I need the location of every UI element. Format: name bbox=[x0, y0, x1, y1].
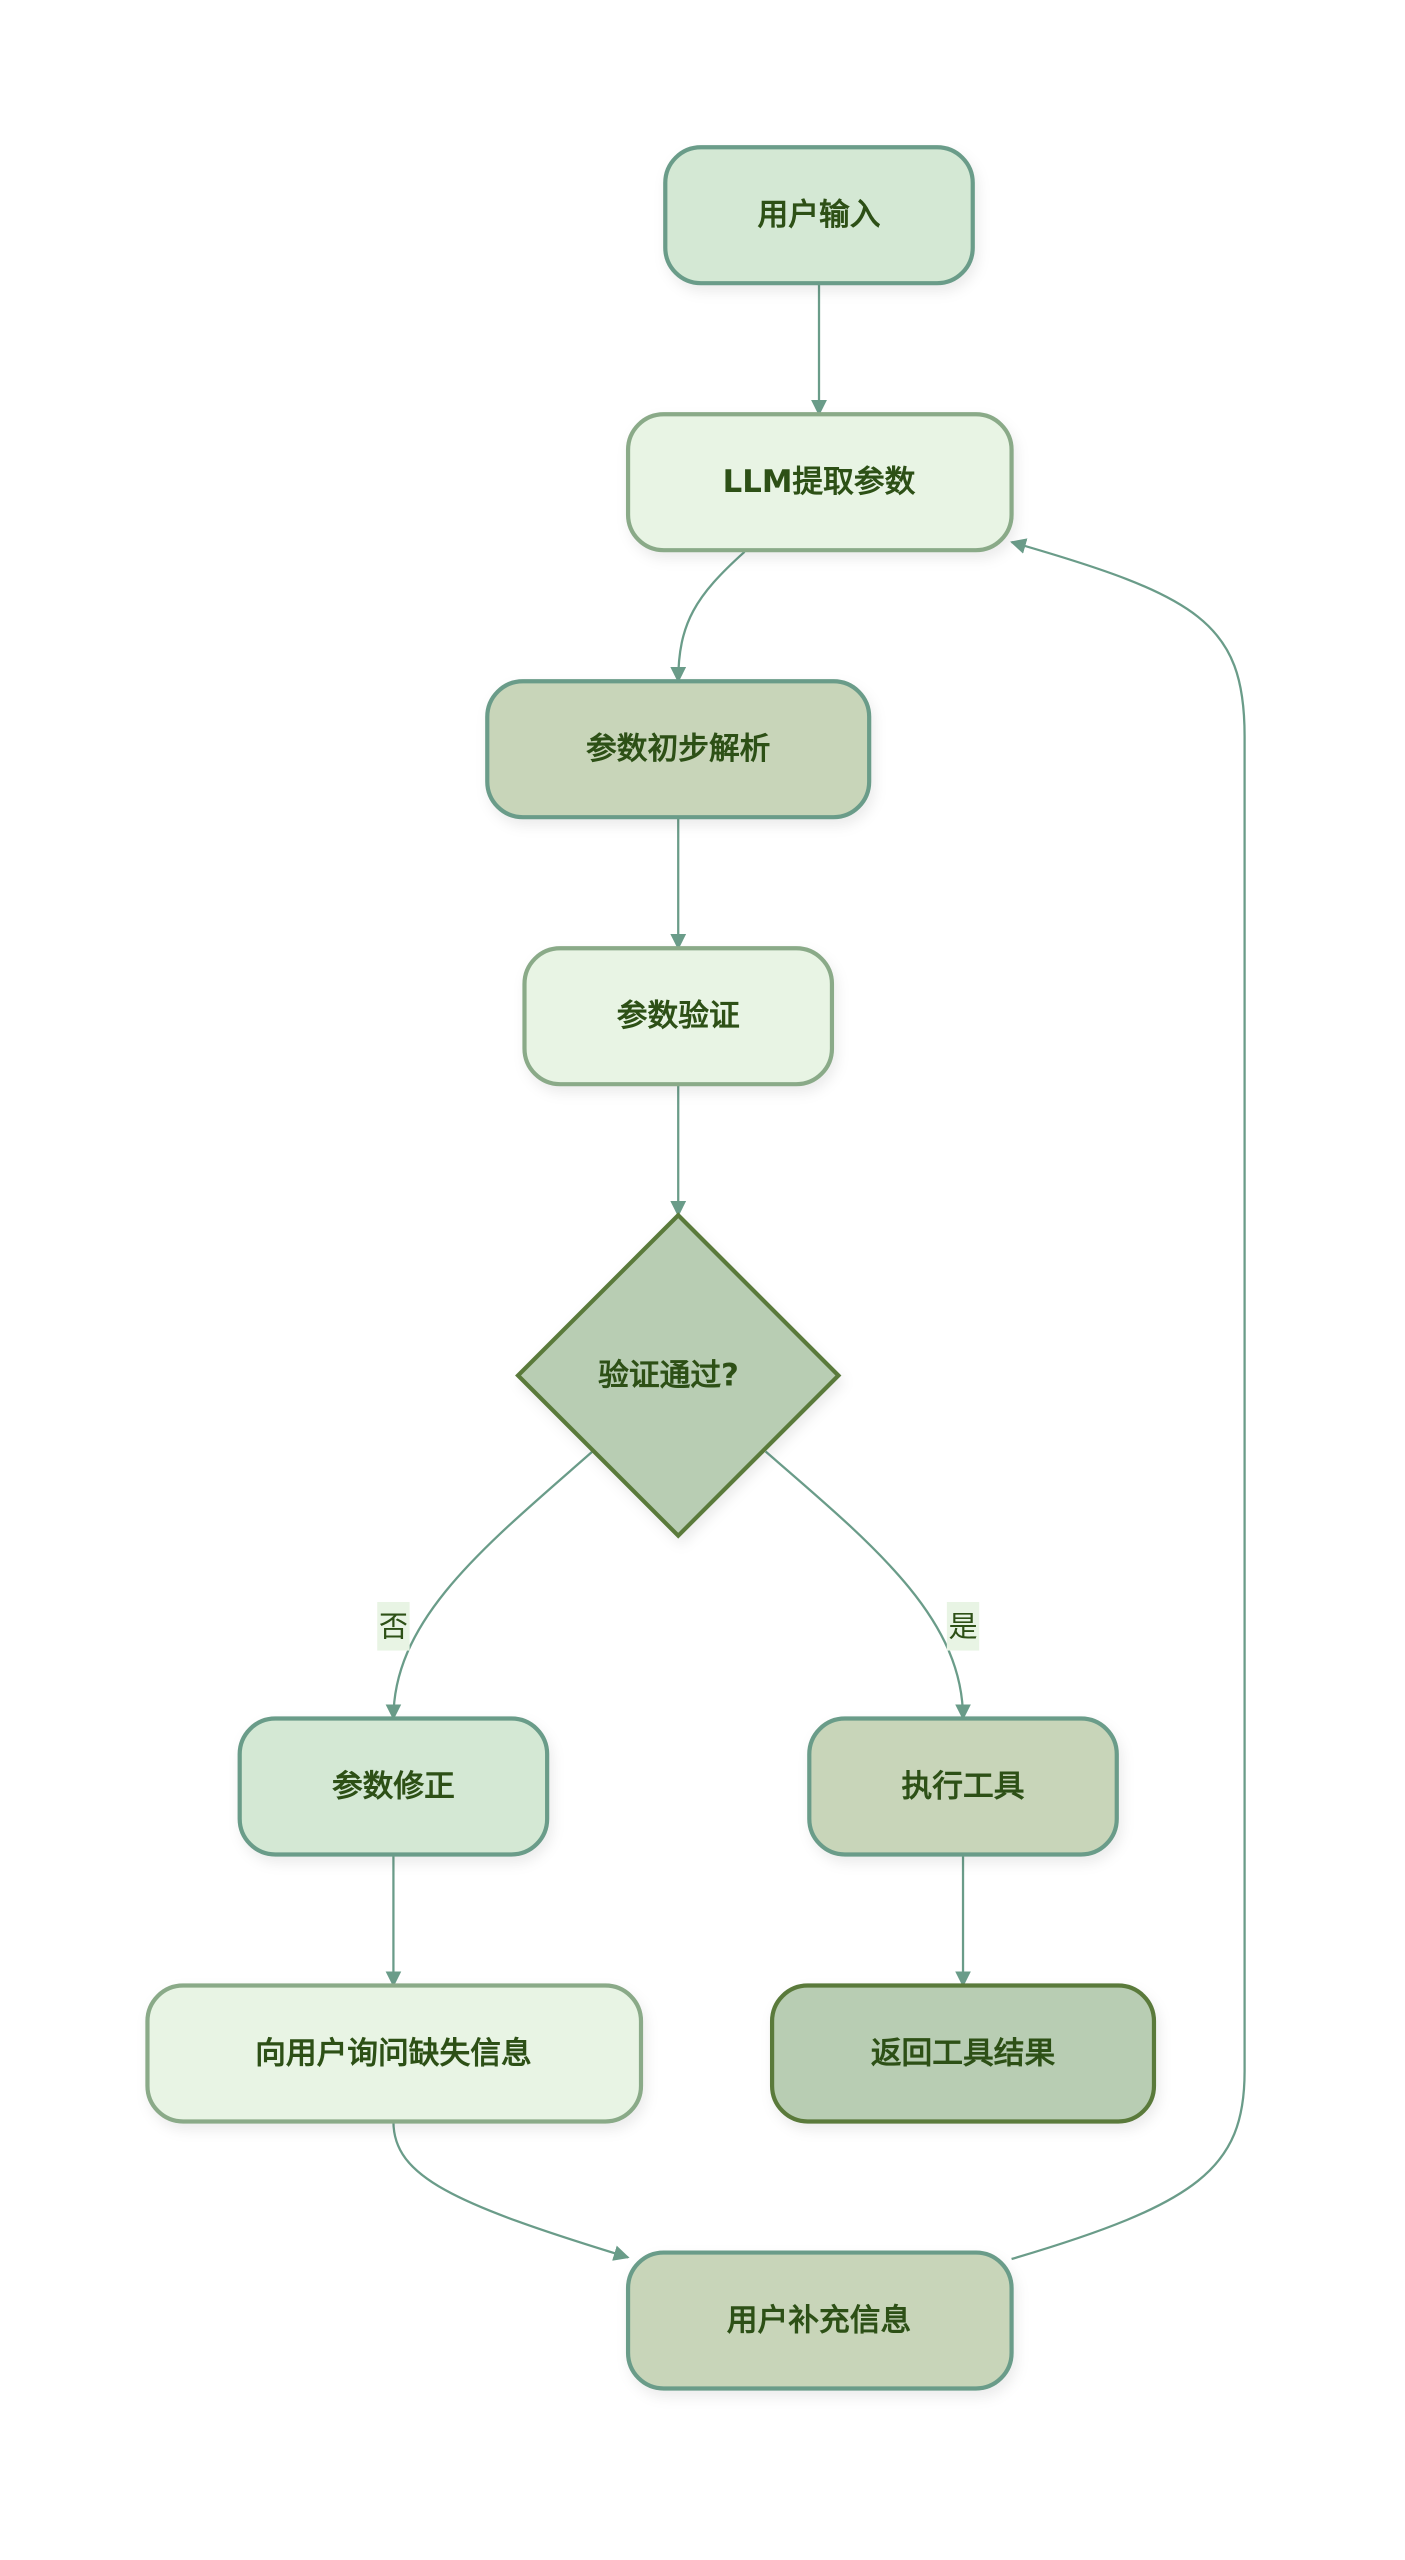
node-label: 用户补充信息 bbox=[727, 2303, 911, 2339]
edge-decision-no bbox=[385, 1450, 594, 1721]
node-label: 参数修正 bbox=[332, 1768, 455, 1804]
node-label: 向用户询问缺失信息 bbox=[255, 2036, 532, 2072]
node-label: 返回工具结果 bbox=[871, 2036, 1056, 2072]
node-execute[interactable]: 执行工具 bbox=[807, 1716, 1119, 1857]
edge-label-yes: 是 bbox=[948, 1609, 977, 1643]
node-ask-user[interactable]: 向用户询问缺失信息 bbox=[145, 1983, 644, 2124]
node-label: 参数初步解析 bbox=[586, 731, 770, 767]
node-user-input[interactable]: 用户输入 bbox=[663, 145, 975, 286]
node-return-result[interactable]: 返回工具结果 bbox=[769, 1983, 1157, 2124]
node-llm-extract[interactable]: LLM提取参数 bbox=[625, 412, 1014, 553]
node-user-supplement[interactable]: 用户补充信息 bbox=[625, 2250, 1014, 2391]
node-label: 参数验证 bbox=[617, 998, 740, 1034]
edge-label-yes-bg bbox=[946, 1602, 980, 1651]
edge-decision-yes bbox=[764, 1450, 971, 1721]
node-decision[interactable]: 验证通过? bbox=[515, 1212, 842, 1539]
node-validate[interactable]: 参数验证 bbox=[522, 946, 835, 1087]
node-label: 验证通过? bbox=[598, 1357, 739, 1393]
edge-supplement-to-extract bbox=[1010, 538, 1246, 2261]
node-label: 用户输入 bbox=[758, 197, 881, 233]
node-initial-parse[interactable]: 参数初步解析 bbox=[485, 679, 872, 820]
node-label: LLM提取参数 bbox=[723, 464, 916, 500]
edge-ask-to-supplement bbox=[392, 2121, 630, 2261]
node-label: 执行工具 bbox=[902, 1768, 1025, 1804]
node-fix[interactable]: 参数修正 bbox=[237, 1716, 550, 1857]
edge-extract-to-parse bbox=[670, 550, 746, 683]
edge-label-no: 否 bbox=[379, 1609, 408, 1643]
edge-label-no-bg bbox=[377, 1602, 410, 1651]
